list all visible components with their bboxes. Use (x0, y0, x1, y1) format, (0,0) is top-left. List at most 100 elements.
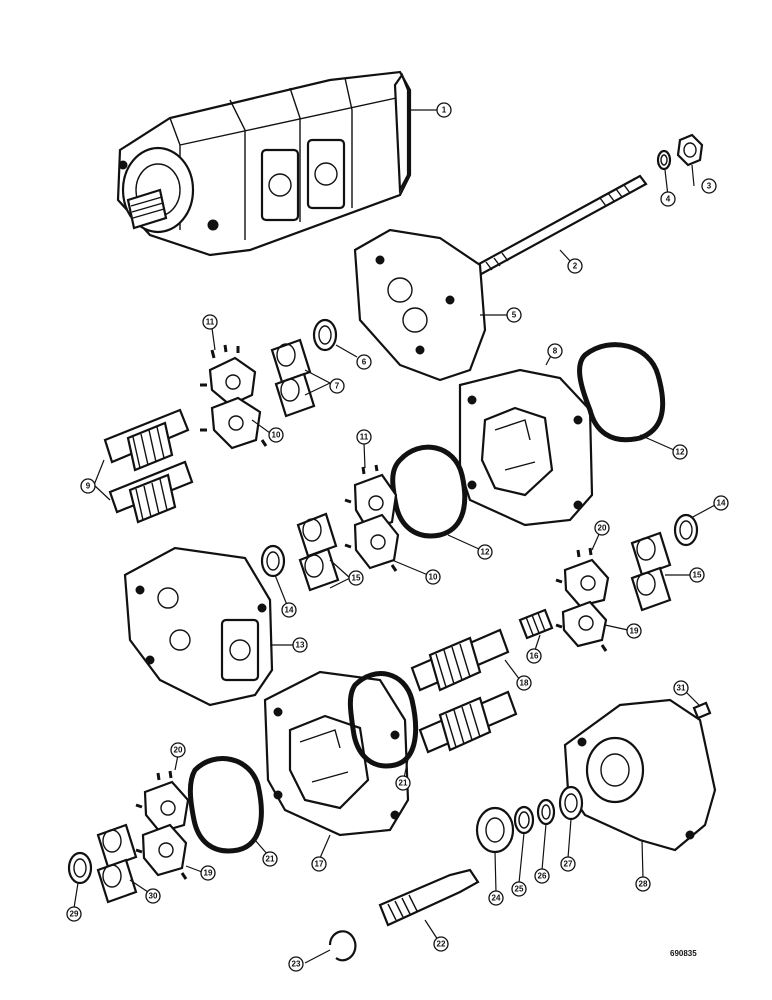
svg-text:18: 18 (520, 679, 529, 688)
callout-31: 31 (673, 680, 689, 696)
callout-26: 26 (534, 868, 550, 884)
svg-text:19: 19 (204, 869, 213, 878)
svg-text:21: 21 (266, 855, 275, 864)
gear-shaft-pair-upper (103, 408, 194, 524)
drive-shaft (378, 868, 480, 927)
figure-code: 690835 (670, 949, 697, 958)
mounting-flange (563, 698, 717, 852)
svg-text:6: 6 (362, 358, 367, 367)
callout-20-right: 20 (594, 520, 610, 536)
thrust-washer (536, 798, 556, 826)
svg-text:25: 25 (515, 885, 524, 894)
wear-plate-lower (135, 770, 190, 880)
wear-plate-upper (200, 344, 268, 450)
wear-plate-right (555, 547, 610, 652)
callout-5: 5 (506, 307, 522, 323)
sealing-ring (312, 318, 338, 352)
nut (676, 133, 704, 167)
svg-text:11: 11 (206, 318, 215, 327)
svg-text:22: 22 (437, 940, 446, 949)
callout-28: 28 (635, 876, 651, 892)
callout-6: 6 (356, 354, 372, 370)
callout-4: 4 (660, 191, 676, 207)
svg-text:17: 17 (315, 860, 324, 869)
callout-14-right: 14 (713, 495, 729, 511)
svg-text:29: 29 (70, 910, 79, 919)
callout-2: 2 (567, 258, 583, 274)
callout-10-upper: 10 (268, 427, 284, 443)
callout-21-left: 21 (262, 851, 278, 867)
callout-11-middle: 11 (356, 429, 372, 445)
o-ring-upper-right (577, 342, 666, 443)
sealing-ring-lower (67, 851, 93, 885)
callout-18: 18 (516, 675, 532, 691)
callout-1: 1 (436, 102, 452, 118)
bearing-pair-lower (96, 823, 138, 904)
callout-29: 29 (66, 906, 82, 922)
splined-coupling (518, 608, 554, 640)
svg-text:10: 10 (429, 573, 438, 582)
sealing-ring-middle (260, 544, 286, 578)
callout-20-lower: 20 (170, 742, 186, 758)
svg-text:5: 5 (512, 311, 517, 320)
svg-text:12: 12 (481, 548, 490, 557)
callout-12-upper: 12 (672, 444, 688, 460)
svg-text:30: 30 (149, 892, 158, 901)
svg-text:15: 15 (352, 574, 361, 583)
svg-text:20: 20 (174, 746, 183, 755)
cover-plate (353, 228, 487, 382)
callout-15-middle: 15 (348, 570, 364, 586)
svg-text:3: 3 (707, 182, 712, 191)
svg-text:14: 14 (717, 499, 726, 508)
svg-text:10: 10 (272, 431, 281, 440)
svg-text:11: 11 (360, 433, 369, 442)
svg-text:21: 21 (399, 779, 408, 788)
gear-housing-lower (263, 670, 410, 837)
callout-15-right: 15 (689, 567, 705, 583)
svg-text:16: 16 (530, 652, 539, 661)
o-ring-lower-left (187, 756, 264, 854)
callout-3: 3 (701, 178, 717, 194)
callout-25: 25 (511, 881, 527, 897)
gear-shaft-pair-lower (410, 628, 518, 754)
bearing-ring (475, 806, 515, 854)
leader-lines (73, 109, 716, 964)
callout-23: 23 (288, 956, 304, 972)
plug-fitting (692, 701, 712, 720)
callout-13: 13 (292, 637, 308, 653)
svg-text:9: 9 (86, 482, 91, 491)
bearing-pair-middle (296, 512, 340, 592)
callout-19-lower: 19 (200, 865, 216, 881)
bearing-pair-right (630, 531, 672, 612)
svg-text:1: 1 (442, 106, 447, 115)
section-cover (123, 546, 274, 707)
svg-text:15: 15 (693, 571, 702, 580)
callout-8: 8 (547, 343, 563, 359)
callout-19-right: 19 (626, 623, 642, 639)
svg-text:13: 13 (296, 641, 305, 650)
gear-housing-upper (458, 368, 594, 527)
callout-12-middle: 12 (477, 544, 493, 560)
callout-9: 9 (80, 478, 96, 494)
callout-21-right: 21 (395, 775, 411, 791)
callout-17: 17 (311, 856, 327, 872)
callout-16: 16 (526, 648, 542, 664)
svg-text:28: 28 (639, 880, 648, 889)
o-ring-middle (390, 444, 468, 539)
callout-30: 30 (145, 888, 161, 904)
svg-text:24: 24 (492, 894, 501, 903)
svg-text:31: 31 (677, 684, 686, 693)
callout-27: 27 (560, 856, 576, 872)
sealing-ring-right (673, 513, 699, 547)
callout-11-upper: 11 (202, 314, 218, 330)
svg-text:26: 26 (538, 872, 547, 881)
svg-text:27: 27 (564, 860, 573, 869)
snap-ring (328, 930, 357, 962)
o-ring-lower-right (347, 671, 419, 769)
svg-text:14: 14 (285, 606, 294, 615)
bearing-pair-upper (270, 338, 316, 418)
shaft-seal (558, 785, 584, 821)
svg-text:4: 4 (666, 195, 671, 204)
callout-7: 7 (329, 378, 345, 394)
